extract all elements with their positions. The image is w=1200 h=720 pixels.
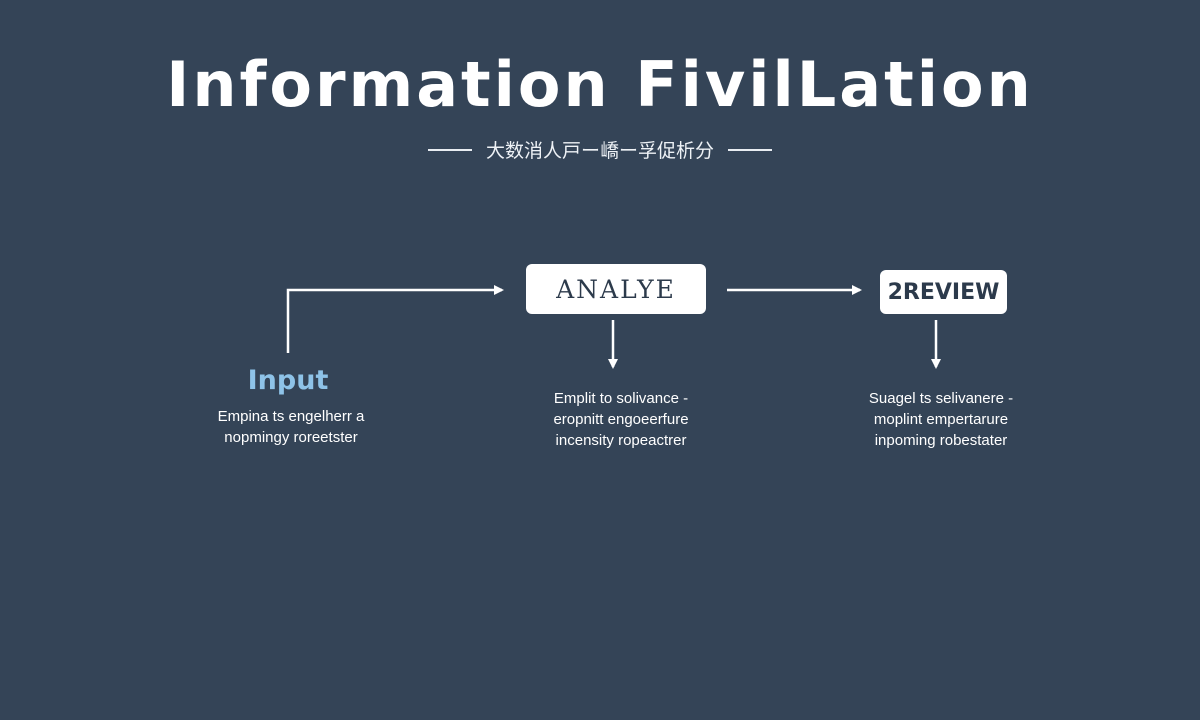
analyze-node: ANALYE xyxy=(526,264,706,314)
analyze-description: Emplit to solivance - eropnitt engoeerfu… xyxy=(526,388,716,451)
subtitle-text: 大数消人戸ー嶠ー孚促析分 xyxy=(485,140,714,162)
review-description-line: Suagel ts selivanere - xyxy=(868,390,1014,407)
input-node-label: Input xyxy=(247,365,329,396)
subtitle-rule-left xyxy=(427,148,472,151)
input-description: Empina ts engelherr a nopmingy roreetste… xyxy=(196,406,386,448)
review-description-line: inpoming robestater xyxy=(874,432,1008,449)
analyze-description-line: Emplit to solivance - xyxy=(553,390,689,407)
review-description: Suagel ts selivanere - moplint empertaru… xyxy=(846,388,1036,451)
subtitle-row: 大数消人戸ー嶠ー孚促析分 xyxy=(0,136,1200,163)
review-node: 2REVIEW xyxy=(880,270,1007,314)
analyze-description-line: incensity ropeactrer xyxy=(555,432,687,449)
review-description-line: moplint empertarure xyxy=(873,411,1009,428)
page-title: Information FivilLation xyxy=(166,48,1034,121)
input-description-line: Empina ts engelherr a xyxy=(217,408,365,425)
subtitle-rule-right xyxy=(728,148,772,151)
input-description-line: nopmingy roreetster xyxy=(224,429,358,446)
input-to-analyze-connector xyxy=(286,285,504,353)
analyze-description-line: eropnitt engoeerfure xyxy=(553,411,689,428)
